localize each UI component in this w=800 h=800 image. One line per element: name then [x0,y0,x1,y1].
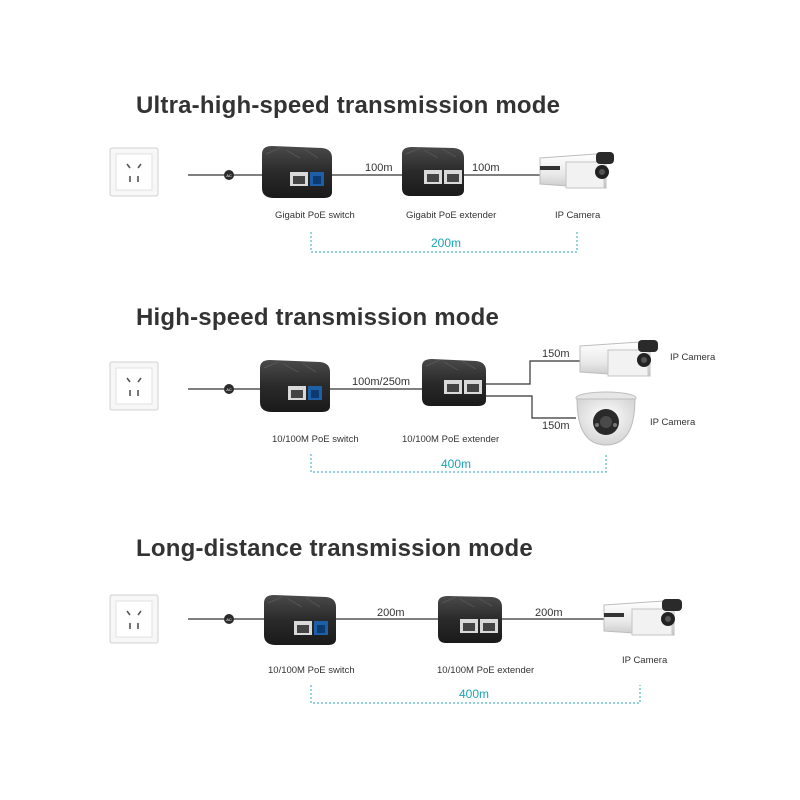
distance-bracket [310,685,641,704]
camera-label: IP Camera [650,417,696,428]
section-long-distance: Long-distance transmission mode AC [0,535,800,785]
section-ultra-high-speed: Ultra-high-speed transmission mode AC [0,92,800,342]
extender-label: 10/100M PoE extender [437,665,535,676]
poe-extender-icon [422,359,486,406]
distance-label: 200m [377,607,405,619]
section-high-speed: High-speed transmission mode AC [0,304,800,554]
section-title: High-speed transmission mode [136,304,499,331]
switch-label: 10/100M PoE switch [268,665,355,676]
bullet-camera-icon [603,599,682,636]
power-adapter-icon: AC [224,384,234,394]
ethernet-cable [486,360,580,385]
diagram-ultra-high-speed: AC [109,146,614,253]
wall-outlet-icon [109,594,159,644]
camera-label: IP Camera [670,352,716,363]
poe-switch-icon [264,595,336,645]
bullet-camera-icon [579,340,658,377]
section-title: Ultra-high-speed transmission mode [136,92,561,119]
poe-extender-icon [402,147,464,196]
distance-bracket [310,454,607,473]
svg-text:AC: AC [226,387,232,392]
wall-outlet-icon [109,147,159,197]
total-distance: 400m [459,687,490,701]
dome-camera-icon [575,391,637,446]
switch-label: 10/100M PoE switch [272,434,359,445]
diagram-long-distance: AC [109,594,682,704]
poe-switch-icon [260,360,330,412]
total-distance: 200m [431,236,462,250]
camera-label: IP Camera [555,210,601,221]
diagram-high-speed: AC [109,340,658,473]
total-distance: 400m [441,457,472,471]
distance-label: 100m/250m [352,376,411,388]
ethernet-cable [486,395,576,419]
bullet-camera-icon [539,152,614,189]
power-adapter-icon: AC [224,170,234,180]
switch-label: Gigabit PoE switch [275,210,355,221]
wall-outlet-icon [109,361,159,411]
svg-text:AC: AC [226,617,232,622]
extender-label: 10/100M PoE extender [402,434,500,445]
camera-label: IP Camera [622,655,668,666]
poe-extender-icon [438,596,502,643]
svg-text:AC: AC [226,173,232,178]
distance-label: 100m [472,162,500,174]
distance-bracket [310,232,578,253]
power-adapter-icon: AC [224,614,234,624]
section-title: Long-distance transmission mode [136,535,533,562]
distance-label: 100m [365,162,393,174]
distance-label: 200m [535,607,563,619]
distance-label: 150m [542,348,570,360]
poe-switch-icon [262,146,332,198]
extender-label: Gigabit PoE extender [406,210,497,221]
distance-label: 150m [542,420,570,432]
